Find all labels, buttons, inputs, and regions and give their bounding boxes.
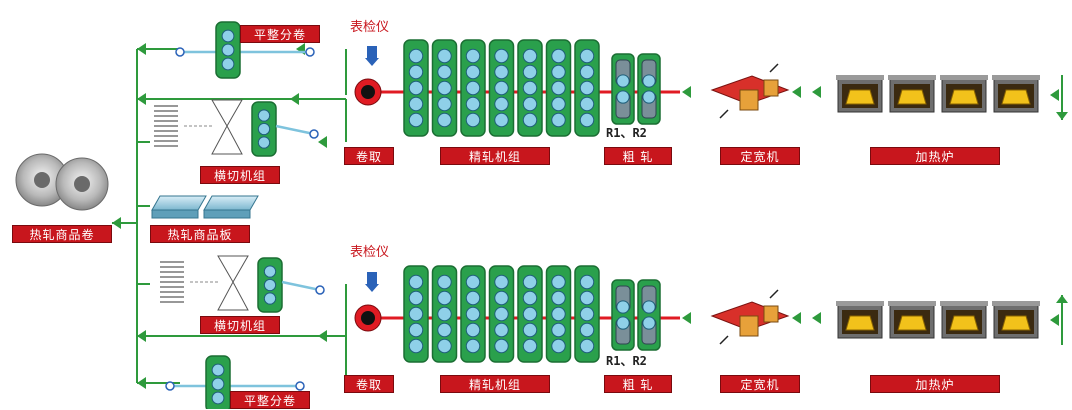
upper-furnace-label: 加热炉 [870,147,1000,165]
hot-rolled-coil-label: 热轧商品卷 [12,225,112,243]
rolling-stand-icon [403,39,429,137]
upper-sizing-press-label: 定宽机 [720,147,800,165]
skin-pass-mill-icon [165,355,305,409]
rolling-stand-icon [460,265,486,363]
lower-roughing-stands: R1、R2 [606,354,647,368]
flow-arrow [318,330,327,342]
rolling-stand-icon [545,265,572,363]
flow-arrow [137,330,146,342]
lower-roughing-label: 粗 轧 [604,375,672,393]
rolling-stand-icon [257,257,283,313]
flow-arrow [112,217,121,229]
reheating-furnace-icon [992,75,1040,113]
reheating-furnace-icon [888,75,936,113]
roughing-stand-icon [611,279,635,351]
downcoiler-icon [354,78,382,106]
lower-production-line [160,255,1040,409]
rolling-stand-icon [431,39,458,137]
flow-arrow [1050,314,1059,326]
surface-inspection-sensor-icon [365,272,379,292]
flow-arrow [137,93,146,105]
rolling-stand-icon [431,265,458,363]
upper-inspection-label: 表检仪 [350,20,390,35]
lower-cut-to-length-label: 横切机组 [200,316,280,334]
reheating-furnace-icon [836,75,884,113]
hot-rolled-plate-label: 热轧商品板 [150,225,250,243]
flow-arrows [112,43,1068,389]
rolling-stand-icon [517,39,543,137]
reheating-furnace-icon [836,301,884,339]
flow-arrow [137,43,146,55]
reheating-furnace-icon [888,301,936,339]
hot-rolled-coil-icon [15,153,109,211]
rolling-stand-icon [205,355,231,409]
rolling-stand-icon [574,39,600,137]
flow-arrow [137,377,146,389]
lower-finishing-label: 精轧机组 [440,375,550,393]
rolling-stand-icon [403,265,429,363]
steel-plate-stack-icon [151,195,259,219]
roughing-stand-icon [611,53,635,125]
lower-skin-pass-label: 平整分卷 [230,391,310,409]
rolling-stand-icon [545,39,572,137]
flow-arrow [290,93,299,105]
flow-arrow [792,86,801,98]
cut-to-length-shear-icon [160,255,325,313]
roughing-stand-icon [637,53,661,125]
rolling-stand-icon [517,265,543,363]
downcoiler-icon [354,304,382,332]
reheating-furnace-icon [940,75,988,113]
upper-roughing-label: 粗 轧 [604,147,672,165]
flow-arrow [812,312,821,324]
flow-arrow [812,86,821,98]
upper-skin-pass-label: 平整分卷 [240,25,320,43]
rolling-stand-icon [460,39,486,137]
flow-arrow [1050,89,1059,101]
rolling-stand-icon [251,101,277,157]
reheating-furnace-icon [992,301,1040,339]
flow-arrow [682,86,691,98]
rolling-stand-icon [488,265,515,363]
sizing-press-icon [710,289,790,345]
rolling-stand-icon [574,265,600,363]
lower-coiler-label: 卷取 [344,375,394,393]
rolling-stand-icon [488,39,515,137]
upper-production-line [154,21,1040,157]
skin-pass-mill-icon [175,21,315,79]
flow-arrow [792,312,801,324]
lower-inspection-label: 表检仪 [350,245,390,260]
upper-cut-to-length-label: 横切机组 [200,166,280,184]
upper-roughing-stands: R1、R2 [606,126,647,140]
lower-sizing-press-label: 定宽机 [720,375,800,393]
flow-arrow [682,312,691,324]
upper-finishing-label: 精轧机组 [440,147,550,165]
cut-to-length-shear-icon [154,99,319,157]
flow-arrow [318,136,327,148]
lower-furnace-label: 加热炉 [870,375,1000,393]
reheating-furnace-icon [940,301,988,339]
roughing-stand-icon [637,279,661,351]
sizing-press-icon [710,63,790,119]
surface-inspection-sensor-icon [365,46,379,66]
upper-coiler-label: 卷取 [344,147,394,165]
rolling-stand-icon [215,21,241,79]
